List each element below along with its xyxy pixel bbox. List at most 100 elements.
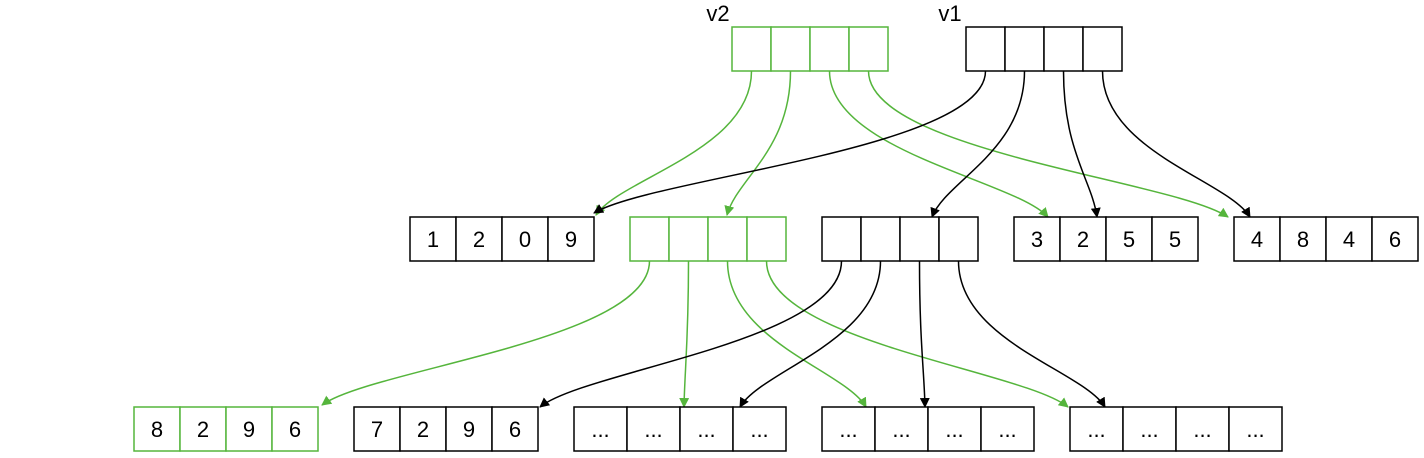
cell-value: ... <box>1140 417 1158 442</box>
edge-v2-to-mid-3255 <box>828 70 1049 218</box>
cell <box>860 216 901 262</box>
cell-value: 2 <box>197 417 209 442</box>
node-leaf-a: ............ <box>573 406 787 452</box>
cell <box>1151 216 1199 262</box>
cell <box>1043 26 1084 72</box>
cell-value: ... <box>839 417 857 442</box>
edge-v2-to-mid-1209 <box>595 70 753 216</box>
cell <box>271 406 319 452</box>
edge-mid-green-to-leaf-a <box>679 260 690 408</box>
node-mid-black <box>821 216 979 262</box>
cell <box>668 216 709 262</box>
edge-mid-black-to-leaf-b <box>918 260 930 408</box>
cell <box>1371 216 1419 262</box>
cell-value: ... <box>1087 417 1105 442</box>
cell <box>809 26 850 72</box>
cell-value: ... <box>1246 417 1264 442</box>
cell-value: 9 <box>243 417 255 442</box>
cell-value: 5 <box>1169 227 1181 252</box>
cell <box>938 216 979 262</box>
cell-value: ... <box>750 417 768 442</box>
cell <box>1228 406 1283 452</box>
edge-v2-to-mid-4846 <box>867 70 1229 218</box>
edge-mid-green-to-leaf-c <box>765 260 1069 408</box>
cell <box>1059 216 1107 262</box>
edge-v2-to-mid-green <box>724 70 792 216</box>
cell <box>1279 216 1327 262</box>
node-mid-4846: 4 8 4 6 <box>1233 216 1419 262</box>
cell-value: 2 <box>417 417 429 442</box>
cell <box>1004 26 1045 72</box>
cell <box>1013 216 1061 262</box>
cell <box>848 26 889 72</box>
cell <box>455 216 503 262</box>
cell <box>965 26 1006 72</box>
cell-value: ... <box>697 417 715 442</box>
cell <box>679 406 734 452</box>
cell-value: 3 <box>1031 227 1043 252</box>
cell <box>547 216 595 262</box>
cell <box>445 406 493 452</box>
cell-value: ... <box>892 417 910 442</box>
cell-value: 6 <box>509 417 521 442</box>
cell-value: 4 <box>1251 227 1263 252</box>
edge-mid-black-to-leaf-7296 <box>539 260 843 408</box>
edge-layer <box>321 70 1251 408</box>
cell-value: ... <box>644 417 662 442</box>
cell-value: ... <box>945 417 963 442</box>
cell <box>732 406 787 452</box>
cell-value: 2 <box>473 227 485 252</box>
cell <box>399 406 447 452</box>
node-v1 <box>965 26 1123 72</box>
cell-value: 9 <box>463 417 475 442</box>
cell <box>821 216 862 262</box>
cell-value: 8 <box>1297 227 1309 252</box>
cell-value: ... <box>1193 417 1211 442</box>
cell <box>731 26 772 72</box>
cell <box>746 216 787 262</box>
cell-value: 6 <box>1389 227 1401 252</box>
cell <box>225 406 273 452</box>
edge-v1-to-mid-3255 <box>1062 70 1101 218</box>
cell <box>573 406 628 452</box>
v2-label: v2 <box>706 1 729 26</box>
cell-value: 4 <box>1343 227 1355 252</box>
edge-mid-green-to-leaf-8296 <box>321 260 651 406</box>
cell <box>899 216 940 262</box>
node-v2 <box>731 26 889 72</box>
node-leaf-c: ............ <box>1069 406 1283 452</box>
cell-value: 9 <box>565 227 577 252</box>
edge-v1-to-mid-black <box>930 70 1026 218</box>
cell-value: 8 <box>151 417 163 442</box>
cell-value: 2 <box>1077 227 1089 252</box>
cell <box>629 216 670 262</box>
cell-value: 6 <box>289 417 301 442</box>
node-leaf-8296: 8 2 9 6 <box>133 406 319 452</box>
node-mid-green <box>629 216 787 262</box>
cell <box>1082 26 1123 72</box>
cell-value: ... <box>591 417 609 442</box>
cell <box>179 406 227 452</box>
cell <box>980 406 1035 452</box>
cell <box>409 216 457 262</box>
edge-v1-to-mid-1209 <box>593 70 987 214</box>
cell-value: 0 <box>519 227 531 252</box>
cell <box>501 216 549 262</box>
cell <box>874 406 929 452</box>
node-leaf-7296: 7 2 9 6 <box>353 406 539 452</box>
cell <box>1122 406 1177 452</box>
edge-v1-to-mid-4846 <box>1101 70 1251 218</box>
edge-mid-black-to-leaf-c <box>957 260 1106 408</box>
cell <box>707 216 748 262</box>
cell-value: ... <box>998 417 1016 442</box>
cell-value: 7 <box>371 417 383 442</box>
cell <box>770 26 811 72</box>
cell-value: 1 <box>427 227 439 252</box>
node-mid-1209: 1 2 0 9 <box>409 216 595 262</box>
cell <box>491 406 539 452</box>
cell <box>133 406 181 452</box>
node-leaf-b: ............ <box>821 406 1035 452</box>
